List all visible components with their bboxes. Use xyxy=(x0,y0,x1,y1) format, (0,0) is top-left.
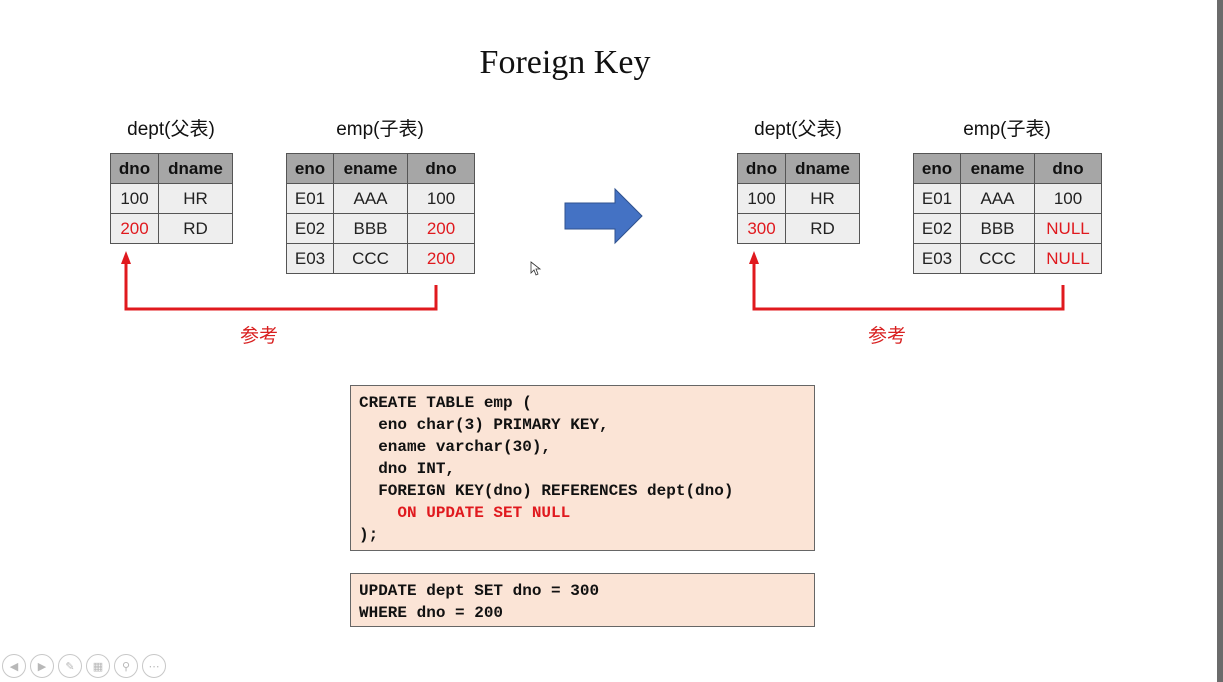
code-line: WHERE dno = 200 xyxy=(359,604,504,622)
table-cell: 100 xyxy=(737,183,786,214)
column-header: dname xyxy=(785,153,860,184)
column-header: ename xyxy=(960,153,1035,184)
table-cell: AAA xyxy=(333,183,408,214)
table-cell: 100 xyxy=(407,183,475,214)
reference-label-right: 参考 xyxy=(868,325,907,347)
emp-label-left: emp(子表) xyxy=(336,119,424,140)
table-cell: RD xyxy=(158,213,233,244)
code-line: FOREIGN KEY(dno) REFERENCES dept(dno) xyxy=(359,482,734,500)
table-cell: E03 xyxy=(286,243,334,274)
code-line: CREATE TABLE emp ( xyxy=(359,394,532,412)
slideshow-controls: ◀ ▶ ✎ ▦ ⚲ ⋯ xyxy=(2,654,166,678)
code-line: dno INT, xyxy=(359,460,456,478)
table-row: E01 AAA 100 xyxy=(913,183,1102,214)
dept-table-right: dno dname 100 HR 300 RD xyxy=(737,153,860,244)
table-row: E03 CCC NULL xyxy=(913,243,1102,274)
table-row: E01 AAA 100 xyxy=(286,183,475,214)
code-line: ename varchar(30), xyxy=(359,438,552,456)
table-cell: CCC xyxy=(333,243,408,274)
table-header-row: eno ename dno xyxy=(913,153,1102,184)
table-row: E03 CCC 200 xyxy=(286,243,475,274)
mouse-cursor-icon xyxy=(530,261,542,276)
table-cell: CCC xyxy=(960,243,1035,274)
table-cell-highlight: NULL xyxy=(1034,243,1102,274)
slide-title: Foreign Key xyxy=(479,44,651,81)
table-cell-highlight: NULL xyxy=(1034,213,1102,244)
code-line: ); xyxy=(359,526,379,544)
create-table-code: CREATE TABLE emp ( eno char(3) PRIMARY K… xyxy=(350,385,815,551)
table-row: 100 HR xyxy=(110,183,233,214)
table-cell: E01 xyxy=(913,183,961,214)
reference-label-left: 参考 xyxy=(240,325,279,347)
emp-label-right: emp(子表) xyxy=(963,119,1051,140)
window-edge xyxy=(1217,0,1223,682)
table-cell: E02 xyxy=(286,213,334,244)
prev-icon[interactable]: ◀ xyxy=(2,654,26,678)
emp-table-left: eno ename dno E01 AAA 100 E02 BBB 200 E0… xyxy=(286,153,475,274)
more-icon[interactable]: ⋯ xyxy=(142,654,166,678)
table-row: 300 RD xyxy=(737,213,860,244)
table-row: E02 BBB 200 xyxy=(286,213,475,244)
table-row: E02 BBB NULL xyxy=(913,213,1102,244)
table-cell: 100 xyxy=(1034,183,1102,214)
table-cell: E02 xyxy=(913,213,961,244)
column-header: dno xyxy=(1034,153,1102,184)
zoom-icon[interactable]: ⚲ xyxy=(114,654,138,678)
table-cell-highlight: 200 xyxy=(407,213,475,244)
code-line-highlight: ON UPDATE SET NULL xyxy=(359,504,571,522)
emp-table-right: eno ename dno E01 AAA 100 E02 BBB NULL E… xyxy=(913,153,1102,274)
table-cell-highlight: 200 xyxy=(110,213,159,244)
column-header: dno xyxy=(737,153,786,184)
table-cell: RD xyxy=(785,213,860,244)
table-row: 100 HR xyxy=(737,183,860,214)
table-cell: AAA xyxy=(960,183,1035,214)
table-header-row: eno ename dno xyxy=(286,153,475,184)
table-cell-highlight: 200 xyxy=(407,243,475,274)
column-header: ename xyxy=(333,153,408,184)
column-header: eno xyxy=(913,153,961,184)
code-line: eno char(3) PRIMARY KEY, xyxy=(359,416,609,434)
arrowhead-icon xyxy=(749,251,759,264)
table-row: 200 RD xyxy=(110,213,233,244)
slides-icon[interactable]: ▦ xyxy=(86,654,110,678)
dept-label-right: dept(父表) xyxy=(754,119,842,140)
table-cell: E01 xyxy=(286,183,334,214)
pen-icon[interactable]: ✎ xyxy=(58,654,82,678)
update-statement-code: UPDATE dept SET dno = 300 WHERE dno = 20… xyxy=(350,573,815,627)
dept-label-left: dept(父表) xyxy=(127,119,215,140)
arrowhead-icon xyxy=(121,251,131,264)
reference-arrow-right xyxy=(752,262,1065,311)
table-cell: HR xyxy=(158,183,233,214)
code-line: UPDATE dept SET dno = 300 xyxy=(359,582,600,600)
column-header: dno xyxy=(110,153,159,184)
table-cell: HR xyxy=(785,183,860,214)
table-cell: 100 xyxy=(110,183,159,214)
dept-table-left: dno dname 100 HR 200 RD xyxy=(110,153,233,244)
table-cell: BBB xyxy=(960,213,1035,244)
column-header: dno xyxy=(407,153,475,184)
table-header-row: dno dname xyxy=(737,153,860,184)
table-cell: BBB xyxy=(333,213,408,244)
next-icon[interactable]: ▶ xyxy=(30,654,54,678)
table-cell: E03 xyxy=(913,243,961,274)
table-cell-highlight: 300 xyxy=(737,213,786,244)
transition-arrow-icon xyxy=(564,187,643,245)
reference-arrow-left xyxy=(124,262,438,311)
